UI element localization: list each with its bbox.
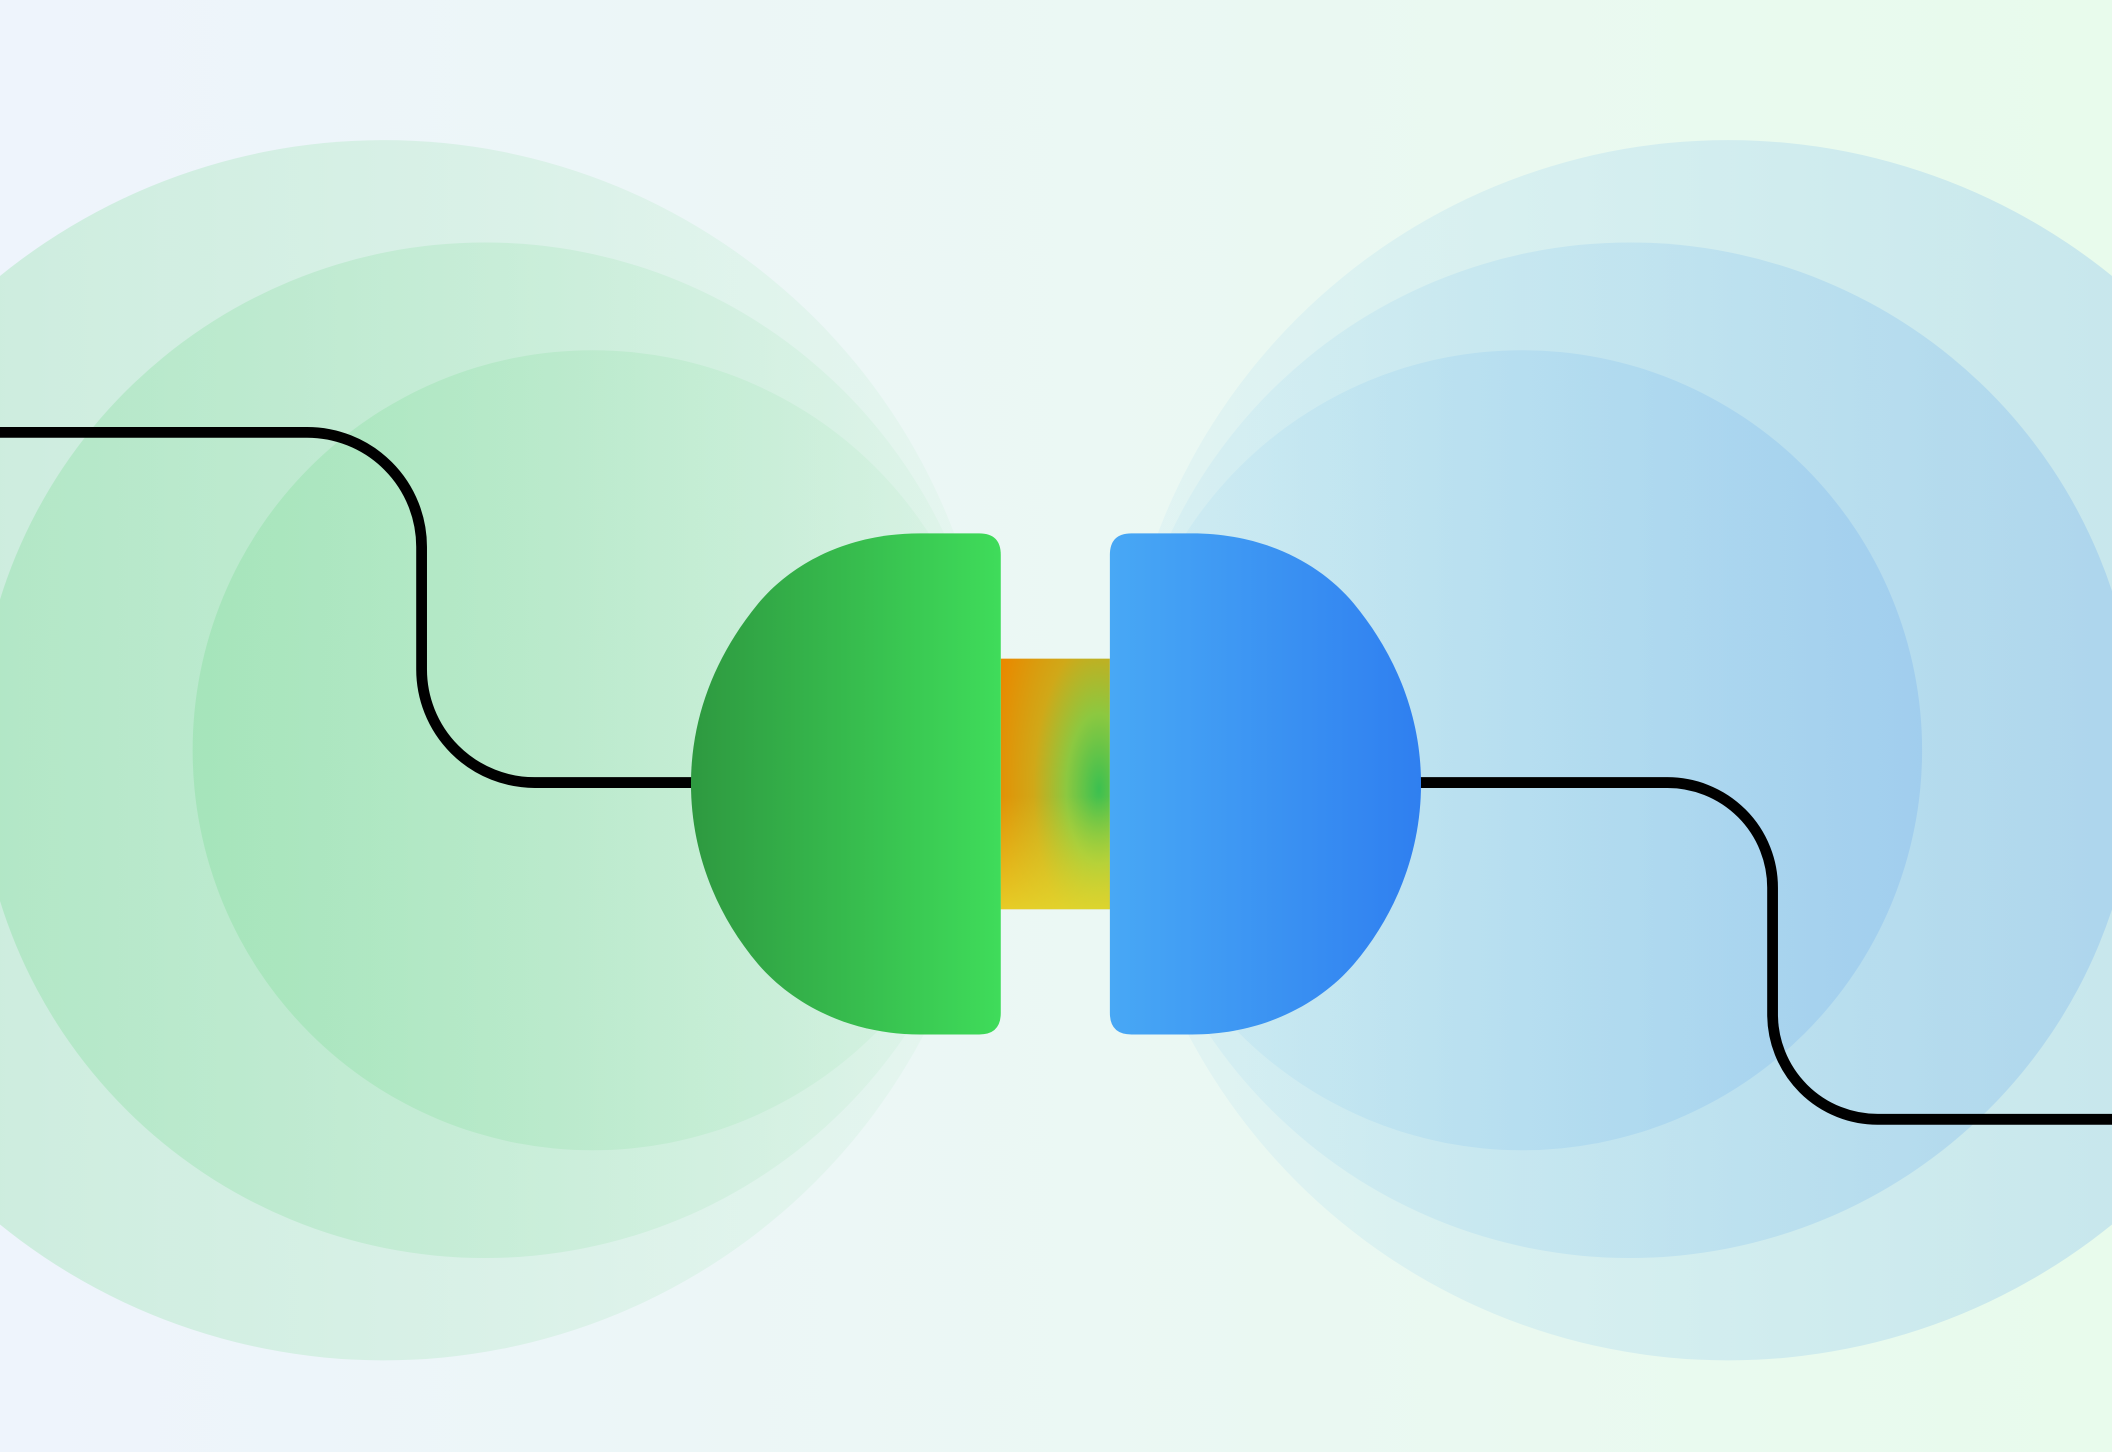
left-cable: [0, 426, 694, 788]
right-cable: [1418, 777, 2112, 1125]
connector-core-highlight: [1000, 658, 1110, 910]
left-halo: [0, 140, 994, 1361]
connector-core: [1000, 658, 1110, 910]
right-plug: [1109, 533, 1422, 1035]
left-plug: [690, 533, 1001, 1035]
